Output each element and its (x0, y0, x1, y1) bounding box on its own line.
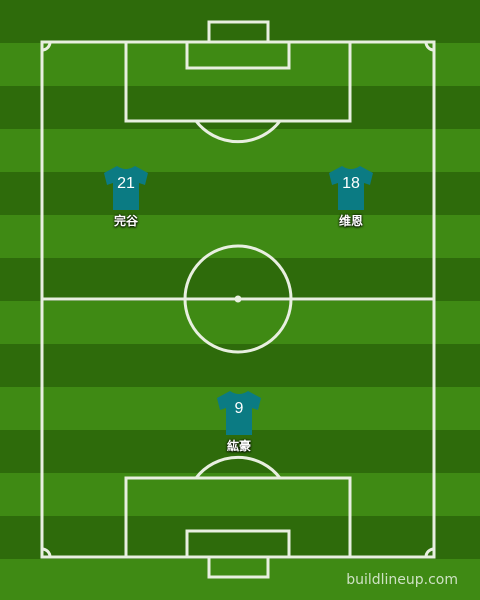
grass-stripe (0, 43, 480, 86)
grass-stripe (0, 430, 480, 473)
shirt-number: 9 (234, 400, 244, 417)
shirt-icon: 9 (214, 388, 264, 436)
bottom-penalty-arc (194, 455, 282, 479)
corner-arc-top-left (41, 41, 52, 52)
bottom-goal (207, 555, 270, 579)
grass-stripe (0, 215, 480, 258)
shirt-number: 18 (342, 175, 360, 192)
center-circle (183, 244, 293, 354)
top-penalty-box (124, 40, 352, 123)
bottom-penalty-box (124, 476, 352, 559)
player-marker[interactable]: 18 维恩 (311, 163, 391, 229)
top-goal-box (185, 40, 291, 70)
grass-stripe (0, 473, 480, 516)
grass-stripe (0, 129, 480, 172)
grass-stripe (0, 172, 480, 215)
player-name: 维恩 (338, 214, 363, 228)
player-marker[interactable]: 9 紘豪 (199, 388, 279, 454)
player-name: 完谷 (113, 214, 138, 228)
center-spot (234, 295, 242, 303)
grass-stripe (0, 301, 480, 344)
grass-stripe (0, 559, 480, 600)
corner-arc-bottom-right (424, 547, 435, 558)
player-name: 紘豪 (226, 439, 251, 453)
grass-stripe (0, 258, 480, 301)
corner-arc-top-right (424, 41, 435, 52)
top-goal (207, 20, 270, 44)
grass-stripe (0, 516, 480, 559)
shirt-icon: 18 (326, 163, 376, 211)
bottom-goal-box (185, 529, 291, 559)
shirt-number: 21 (117, 175, 135, 192)
player-marker[interactable]: 21 完谷 (86, 163, 166, 229)
corner-arc-bottom-left (41, 547, 52, 558)
watermark: buildlineup.com (346, 572, 458, 588)
shirt-icon: 21 (101, 163, 151, 211)
top-penalty-arc (194, 120, 282, 144)
